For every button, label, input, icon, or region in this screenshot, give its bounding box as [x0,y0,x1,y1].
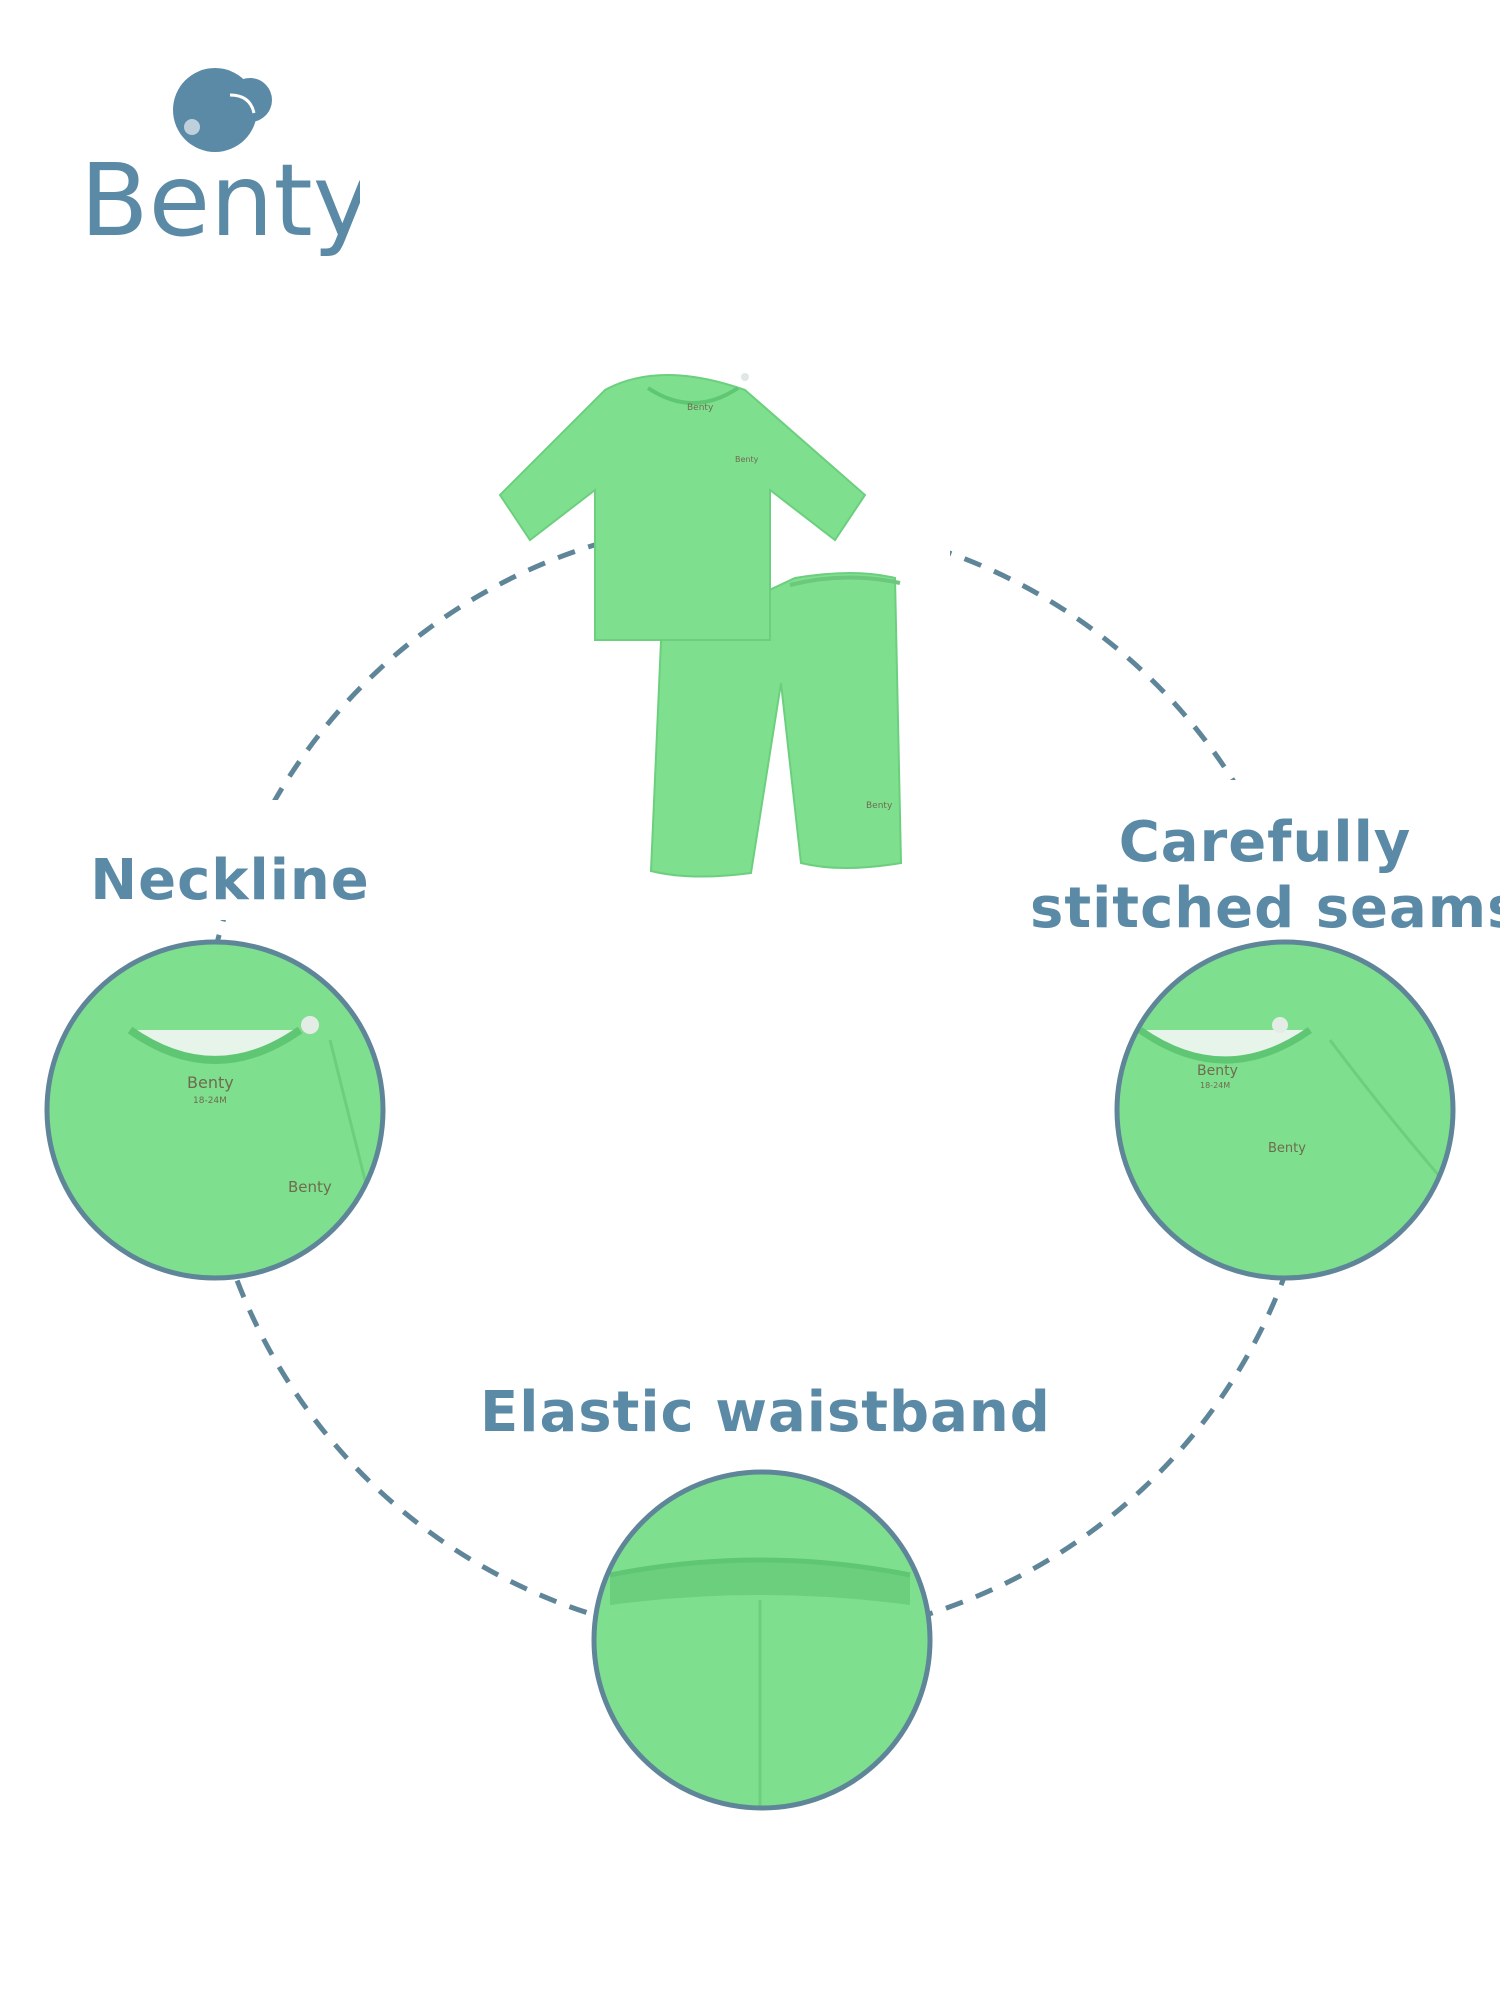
neck-label-brand: Benty [187,1073,234,1092]
seam-chest-print: Benty [1268,1141,1306,1156]
seams-label-line1: Carefully [1118,810,1412,875]
seams-detail-image: Benty 18-24M Benty [1114,939,1456,1281]
shirt-label-brand: Benty [687,403,714,413]
seam-label-brand: Benty [1197,1063,1238,1079]
waistband-label: Elastic waistband [480,1380,1051,1445]
brand-logo: Benty [80,55,372,275]
waistband-detail-image [591,1469,933,1811]
neck-label-size: 18-24M [193,1096,227,1106]
product-outfit-image: Benty Benty Benty [498,373,903,878]
seam-label-size: 18-24M [1200,1081,1230,1090]
neckline-label: Neckline [90,848,370,913]
neckline-detail-image: Benty 18-24M Benty [44,939,386,1281]
shirt [498,374,867,641]
pants [649,572,903,878]
brand-name: Benty [80,142,360,259]
neck-chest-print: Benty [288,1178,332,1196]
seams-label: Carefully stitched seams [1030,810,1500,942]
baby-head-logo-icon [173,68,272,152]
pants-print: Benty [866,801,893,811]
seams-label-line2: stitched seams [1030,876,1500,941]
chest-print: Benty [735,455,759,464]
